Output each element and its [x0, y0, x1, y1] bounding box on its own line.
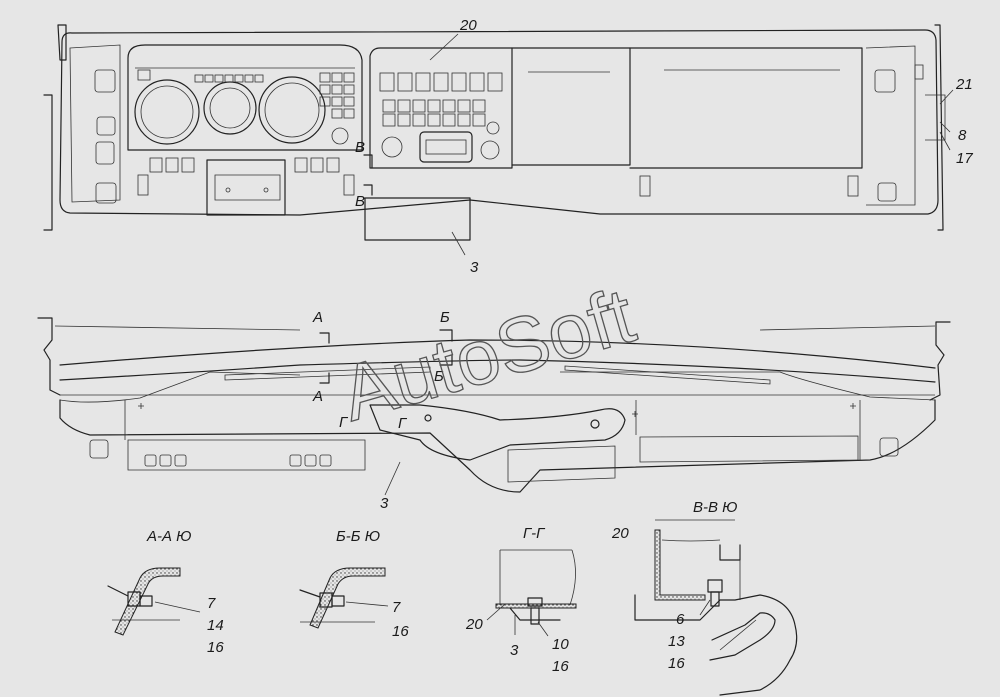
- warning-lights: [194, 74, 264, 83]
- section-mark-g-right: Г: [398, 415, 408, 432]
- section-vv-detail: [634, 519, 798, 696]
- callout-vv-20: 20: [611, 525, 629, 542]
- callout-aa-14: 14: [207, 617, 224, 634]
- section-mark-a-lower: А: [312, 388, 323, 405]
- callout-bb-7: 7: [392, 599, 401, 616]
- section-aa-detail: [107, 567, 201, 636]
- section-title-gg: Г-Г: [523, 525, 546, 542]
- callout-gg-16: 16: [552, 658, 569, 675]
- center-console-switches: [379, 72, 503, 127]
- section-mark-v-lower: В: [355, 193, 365, 210]
- callout-aa-7: 7: [207, 595, 216, 612]
- callout-gg-3: 3: [510, 642, 519, 659]
- callout-3-front: 3: [380, 495, 389, 512]
- callout-bb-16: 16: [392, 623, 409, 640]
- callout-vv-6: 6: [676, 611, 685, 628]
- watermark-text: AutoSoft: [332, 271, 644, 438]
- callout-21: 21: [955, 76, 973, 93]
- callout-3-top: 3: [470, 259, 479, 276]
- section-bb-detail: [299, 567, 389, 629]
- plan-view-dashboard: [37, 317, 951, 496]
- callout-20: 20: [459, 17, 477, 34]
- callout-gg-10: 10: [552, 636, 569, 653]
- callout-gg-20: 20: [465, 616, 483, 633]
- callout-vv-16: 16: [668, 655, 685, 672]
- callout-8: 8: [958, 127, 967, 144]
- section-mark-b-upper: Б: [440, 309, 450, 326]
- section-title-aa: А-А Ю: [146, 528, 192, 545]
- callout-17: 17: [956, 150, 973, 167]
- callout-vv-13: 13: [668, 633, 685, 650]
- section-mark-v-upper: В: [355, 139, 365, 156]
- indicator-block: [319, 72, 355, 119]
- section-mark-g-left: Г: [339, 414, 349, 431]
- section-title-vv: В-В Ю: [693, 499, 738, 516]
- section-mark-b-lower: Б: [434, 368, 444, 385]
- section-title-bb: Б-Б Ю: [336, 528, 380, 545]
- callout-aa-16: 16: [207, 639, 224, 656]
- section-gg-detail: [486, 549, 577, 637]
- top-view-dashboard: [43, 24, 954, 256]
- section-mark-a-upper: А: [312, 309, 323, 326]
